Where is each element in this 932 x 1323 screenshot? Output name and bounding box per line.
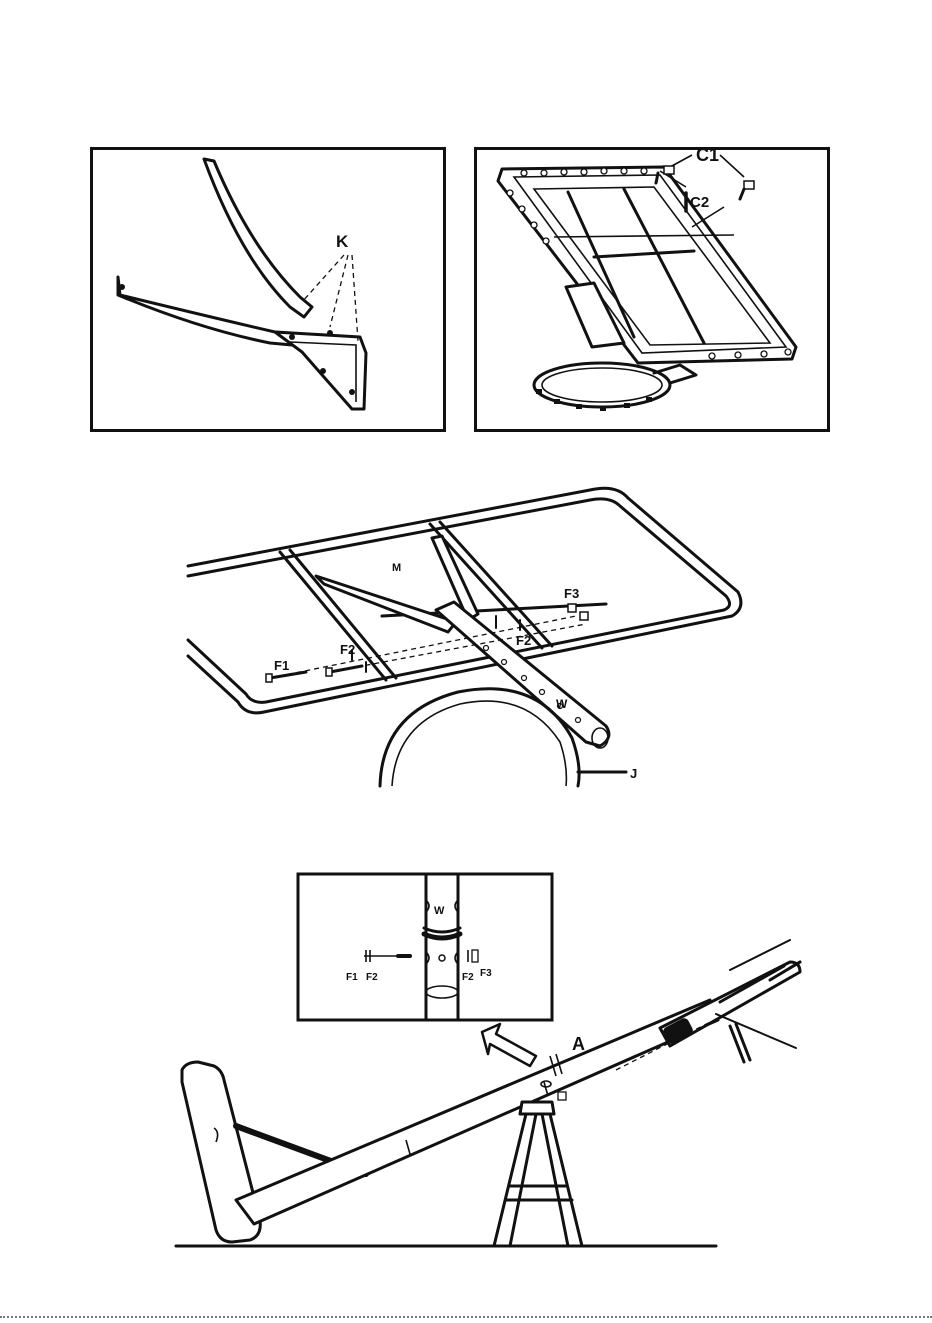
label-m: M — [392, 562, 401, 574]
label-f2-right: F2 — [516, 633, 531, 648]
label-c2: C2 — [690, 194, 709, 211]
label-j: J — [630, 766, 637, 781]
inset-label-f3: F3 — [480, 968, 492, 979]
label-f2-left: F2 — [340, 642, 355, 657]
backboard-drawing: C1 C2 — [474, 147, 830, 434]
figure-bracket-k: K — [90, 147, 446, 434]
bracket-k-drawing: K — [90, 147, 446, 434]
label-w: W — [556, 697, 568, 711]
inset-label-f2-left: F2 — [366, 972, 378, 983]
figure-pole-assembly: W F1 F2 F2 F3 A — [170, 870, 830, 1250]
inset-label-f2-right: F2 — [462, 972, 474, 983]
label-k: K — [336, 232, 349, 251]
figure-backboard-c1-c2: C1 C2 — [474, 147, 830, 434]
label-a: A — [572, 1034, 585, 1054]
frame-assembly-drawing: M F1 F2 F2 F3 W J — [186, 480, 746, 790]
figure-frame-assembly: M F1 F2 F2 F3 W J — [186, 480, 746, 790]
page-bottom-edge — [0, 1316, 932, 1318]
inset-label-f1: F1 — [346, 972, 358, 983]
label-c1: C1 — [696, 147, 719, 165]
label-f3: F3 — [564, 586, 579, 601]
inset-label-w: W — [434, 905, 445, 917]
pole-assembly-drawing: W F1 F2 F2 F3 A — [170, 870, 830, 1250]
label-f1: F1 — [274, 658, 289, 673]
